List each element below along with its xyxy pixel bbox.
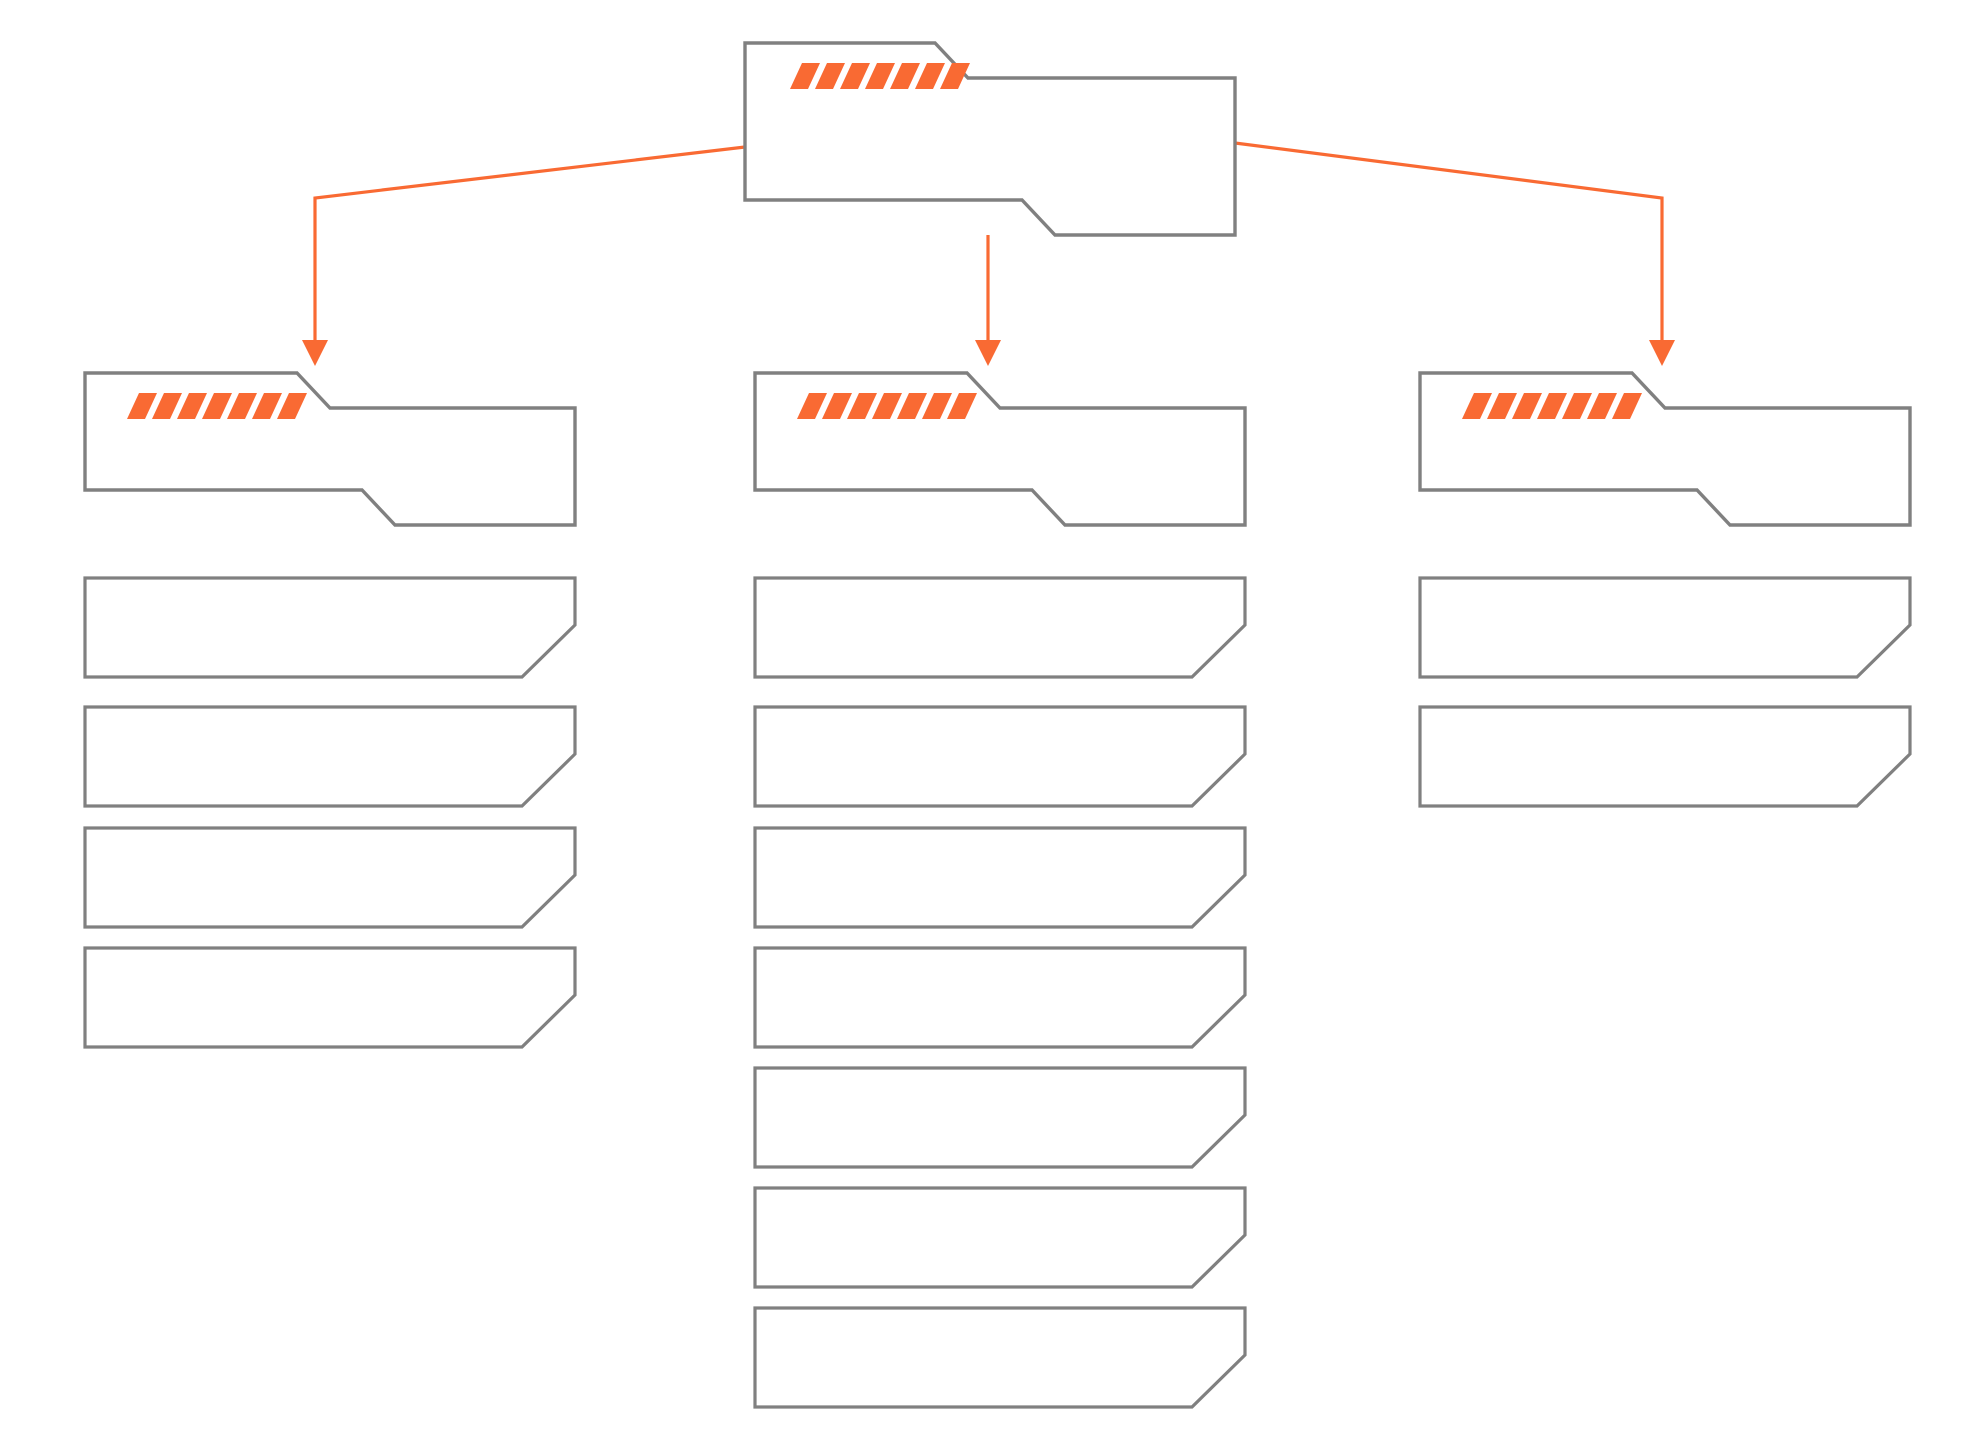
leaf-2-4[interactable]: [753, 946, 1247, 1049]
leaf-outline: [753, 1306, 1247, 1409]
leaf-3-1[interactable]: [1418, 576, 1912, 679]
leaf-outline: [83, 946, 577, 1049]
branch-node-2-outline: [753, 371, 1247, 527]
connector-root-to-branch-1: [302, 145, 746, 366]
leaf-1-2[interactable]: [83, 705, 577, 808]
arrowhead-icon: [302, 340, 328, 366]
leaf-2-3[interactable]: [753, 826, 1247, 929]
column-3: [1418, 371, 1912, 808]
leaf-outline: [1418, 576, 1912, 679]
leaf-1-4[interactable]: [83, 946, 577, 1049]
column-2: [753, 371, 1247, 1409]
root-node-outline: [743, 41, 1237, 237]
arrowhead-icon: [1649, 340, 1675, 366]
branch-node-2[interactable]: [753, 371, 1247, 527]
leaf-outline: [753, 1066, 1247, 1169]
branch-node-1-outline: [83, 371, 577, 527]
leaf-outline: [83, 826, 577, 929]
leaf-3-2[interactable]: [1418, 705, 1912, 808]
leaf-outline: [753, 1186, 1247, 1289]
leaf-2-7[interactable]: [753, 1306, 1247, 1409]
leaf-outline: [753, 946, 1247, 1049]
leaf-outline: [753, 576, 1247, 679]
leaf-2-6[interactable]: [753, 1186, 1247, 1289]
leaf-1-1[interactable]: [83, 576, 577, 679]
leaf-2-5[interactable]: [753, 1066, 1247, 1169]
arrowhead-icon: [975, 340, 1001, 366]
column-1: [83, 371, 577, 1049]
leaf-outline: [83, 576, 577, 679]
connector-group: [302, 141, 1675, 366]
branch-node-1[interactable]: [83, 371, 577, 527]
connector-root-to-branch-3: [1234, 141, 1675, 366]
leaf-outline: [753, 705, 1247, 808]
branch-node-3[interactable]: [1418, 371, 1912, 527]
leaf-outline: [753, 826, 1247, 929]
leaf-2-1[interactable]: [753, 576, 1247, 679]
leaf-outline: [1418, 705, 1912, 808]
leaf-1-3[interactable]: [83, 826, 577, 929]
branch-node-3-outline: [1418, 371, 1912, 527]
root-node[interactable]: [743, 41, 1237, 237]
leaf-outline: [83, 705, 577, 808]
connector-root-to-branch-2: [975, 235, 1001, 366]
leaf-2-2[interactable]: [753, 705, 1247, 808]
